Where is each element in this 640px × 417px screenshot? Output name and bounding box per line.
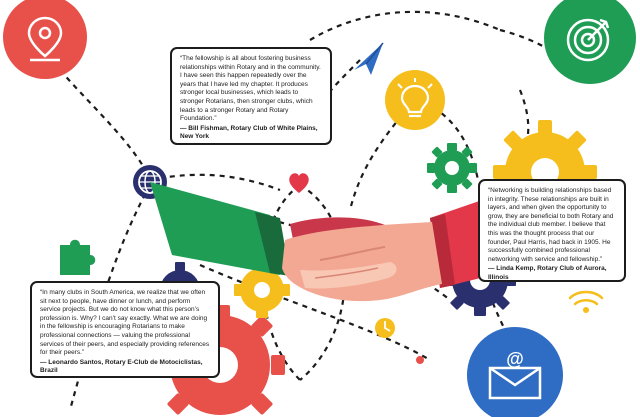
- email-icon: @: [467, 327, 563, 417]
- quote-text: “The fellowship is all about fostering b…: [180, 55, 321, 123]
- svg-text:@: @: [506, 349, 524, 369]
- quote-bubble-santos: “In many clubs in South America, we real…: [30, 281, 220, 378]
- wifi-icon: [568, 290, 604, 314]
- quote-bubble-kemp: “Networking is building relationships ba…: [478, 179, 626, 282]
- quote-bubble-fishman: “The fellowship is all about fostering b…: [170, 47, 332, 145]
- quote-text: “In many clubs in South America, we real…: [40, 289, 210, 357]
- heart-icon: [289, 173, 309, 193]
- gear-icon: [234, 262, 290, 318]
- quote-attribution: — Bill Fishman, Rotary Club of White Pla…: [180, 124, 318, 141]
- lightbulb-icon: [385, 70, 445, 130]
- quote-text: “Networking is building relationships ba…: [488, 187, 614, 263]
- puzzle-piece-icon: [60, 239, 96, 275]
- clock-icon: [375, 318, 395, 338]
- gear-icon: [427, 143, 477, 193]
- quote-attribution: — Linda Kemp, Rotary Club of Aurora, Ill…: [488, 265, 607, 281]
- quote-attribution: — Leonardo Santos, Rotary E-Club de Moto…: [40, 358, 203, 375]
- paper-plane-icon: [354, 42, 384, 75]
- target-icon: [544, 0, 636, 84]
- decor-dot: [416, 356, 424, 364]
- location-pin-icon: [3, 0, 87, 79]
